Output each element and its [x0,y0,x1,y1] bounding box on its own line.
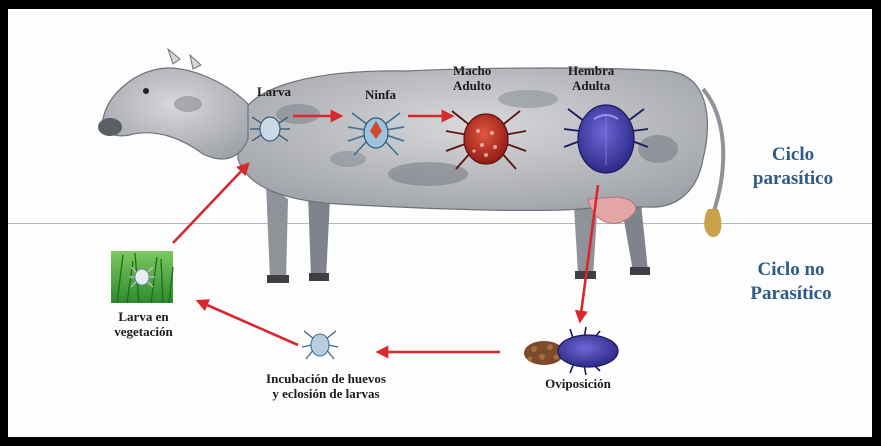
label-ciclo-parasitico-line2: parasítico [738,167,848,191]
label-hembra-adulta: Hembra Adulta [568,63,614,93]
label-ninfa: Ninfa [365,87,396,102]
incubacion-larvas-icon [302,331,338,359]
label-larva: Larva [257,84,291,99]
label-ciclo-parasitico-line1: Ciclo [738,143,848,167]
oviposicion-tick-icon [524,327,618,375]
label-larva-en-vegetacion-line2: vegetación [106,324,181,339]
label-ciclo-no-parasitico: Ciclo no Parasítico [734,258,848,306]
label-ciclo-parasitico: Ciclo parasítico [738,143,848,191]
cow-illustration [98,49,723,283]
arrow-incubacion-to-vegetacion [198,301,298,345]
label-ciclo-no-parasitico-line2: Parasítico [734,282,848,306]
label-macho-adulto-line2: Adulto [453,78,491,93]
arrow-vegetacion-to-larva [173,164,248,243]
label-incubacion-line1: Incubación de huevos [246,371,406,386]
label-incubacion-line2: y eclosión de larvas [246,386,406,401]
label-macho-adulto: Macho Adulto [453,63,491,93]
larva-en-vegetacion-image [111,251,173,303]
label-incubacion: Incubación de huevos y eclosión de larva… [246,371,406,401]
label-oviposicion: Oviposición [528,376,628,391]
label-larva-en-vegetacion: Larva en vegetación [106,309,181,339]
diagram-frame: Larva Ninfa Macho Adulto Hembra Adulta L… [8,9,872,437]
label-larva-en-vegetacion-line1: Larva en [106,309,181,324]
label-hembra-adulta-line1: Hembra [568,63,614,78]
label-macho-adulto-line1: Macho [453,63,491,78]
life-cycle-illustration [8,9,872,437]
label-ciclo-no-parasitico-line1: Ciclo no [734,258,848,282]
label-hembra-adulta-line2: Adulta [568,78,614,93]
